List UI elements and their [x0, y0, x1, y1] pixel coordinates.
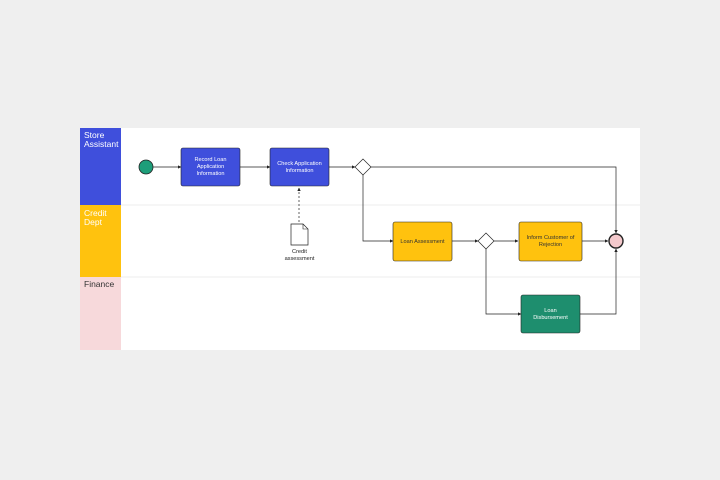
task-inform-label-line1: Inform Customer of — [527, 235, 575, 241]
flow-gateway1-to-end[interactable] — [371, 166, 618, 234]
task-record-label-line1: Record Loan — [194, 157, 226, 163]
lane-store-assistant[interactable]: Store Assistant — [80, 128, 121, 205]
lane-label-store-line2: Assistant — [84, 139, 119, 149]
task-inform-box — [518, 221, 583, 262]
lane-label-credit-line2: Dept — [84, 217, 103, 227]
document-credit-assessment[interactable]: Credit assessment — [285, 223, 315, 262]
task-inform-label-line2: Rejection — [539, 242, 562, 248]
task-check-box — [269, 147, 330, 187]
lane-header-credit — [80, 205, 121, 277]
lane-label-credit-line1: Credit — [84, 208, 107, 218]
task-assessment-box — [392, 221, 453, 262]
lane-label-store-line1: Store — [84, 130, 105, 140]
task-record-loan-application[interactable]: Record Loan Application Information — [180, 147, 241, 187]
lane-header-finance — [80, 277, 121, 350]
gateway-1[interactable] — [354, 158, 372, 176]
task-record-box — [180, 147, 241, 187]
task-disbursement-label-line2: Disbursement — [533, 315, 568, 321]
flow-gateway2-to-disbursement[interactable] — [485, 249, 522, 316]
start-event[interactable] — [138, 159, 154, 175]
task-record-label-line2: Application — [197, 164, 224, 170]
end-event[interactable] — [608, 233, 624, 249]
task-assessment-label: Loan Assessment — [400, 239, 445, 245]
flow-disbursement-to-end[interactable] — [580, 248, 618, 315]
task-inform-customer[interactable]: Inform Customer of Rejection — [518, 221, 583, 262]
document-label-line2: assessment — [285, 256, 315, 262]
task-check-label-line1: Check Application — [277, 161, 321, 167]
lane-credit-dept[interactable]: Credit Dept — [80, 205, 121, 277]
task-record-label-line3: Information — [197, 171, 225, 177]
task-loan-disbursement[interactable]: Loan Disbursement — [520, 294, 581, 334]
document-icon — [290, 223, 309, 246]
connectors — [153, 165, 618, 316]
task-loan-assessment[interactable]: Loan Assessment — [392, 221, 453, 262]
task-check-application[interactable]: Check Application Information — [269, 147, 330, 187]
document-fold-icon — [302, 224, 308, 230]
task-disbursement-label-line1: Loan — [544, 308, 556, 314]
gateway-2[interactable] — [477, 232, 495, 250]
task-check-label-line2: Information — [286, 168, 314, 174]
lane-header-store — [80, 128, 121, 205]
lane-finance[interactable]: Finance — [80, 277, 121, 350]
lane-label-finance: Finance — [84, 279, 115, 289]
document-label-line1: Credit — [292, 249, 307, 255]
flow-gateway1-to-assessment[interactable] — [362, 175, 394, 243]
task-disbursement-box — [520, 294, 581, 334]
